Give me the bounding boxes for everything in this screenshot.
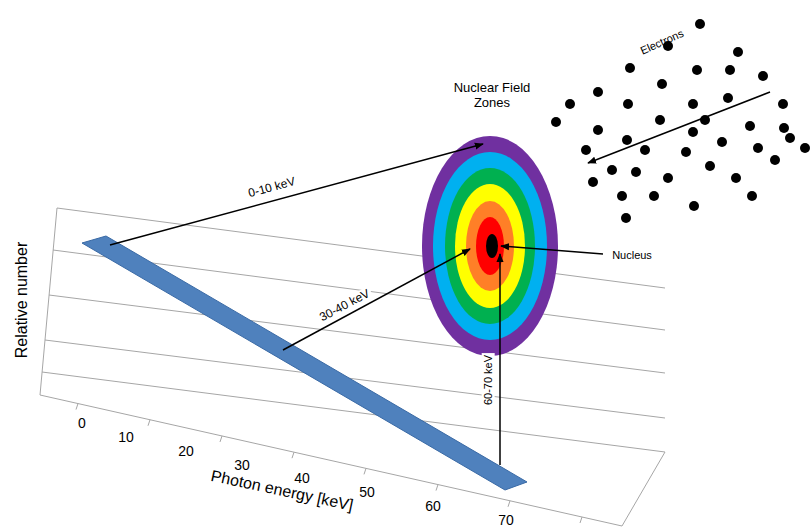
electron-dot [785, 133, 795, 143]
axis-title: Relative number [13, 242, 31, 359]
tick-label: 10 [118, 429, 134, 445]
tick-label: 20 [178, 443, 194, 459]
electron-dot [593, 125, 603, 135]
electron-dot [725, 65, 735, 75]
axis-title: Photon energy [keV] [209, 467, 355, 515]
electron-dot [745, 121, 755, 131]
nucleus-dot [486, 234, 498, 258]
nucleus-label: Nucleus [612, 249, 652, 262]
electron-dot [625, 63, 635, 73]
electron-dot [607, 165, 617, 175]
electron-dot [657, 79, 667, 89]
electron-dot [640, 145, 650, 155]
electron-dot [617, 191, 627, 201]
electron-dot [733, 47, 743, 57]
tick-label: 0 [78, 415, 86, 431]
electron-dot [753, 143, 763, 153]
tick-label: 30 [234, 457, 250, 473]
electron-dot [565, 99, 575, 109]
electron-dot [800, 143, 810, 153]
energy-label: 60-70 keV [482, 353, 495, 407]
tick-label: 50 [359, 484, 375, 500]
electron-dot [758, 71, 768, 81]
electron-dot [692, 65, 702, 75]
axis-ticks [76, 404, 582, 523]
electron-dot [631, 167, 641, 177]
electrons-label: Electrons [638, 27, 685, 57]
chart-grid [40, 208, 665, 526]
electron-dot [581, 145, 591, 155]
electron-dot [688, 99, 698, 109]
tick-label: 70 [498, 512, 514, 528]
electron-dot [689, 201, 699, 211]
nuclear-field-zones [422, 136, 558, 356]
electron-dot [621, 213, 631, 223]
tick-label: 60 [425, 498, 441, 514]
electron-dot [723, 93, 733, 103]
electron-dot [551, 117, 561, 127]
electron-dot [747, 191, 757, 201]
electron-dot [779, 123, 789, 133]
electron-dot [649, 191, 659, 201]
electron-dot [593, 87, 603, 97]
electron-dot [622, 135, 632, 145]
electron-dots [551, 19, 810, 223]
electron-dot [778, 99, 788, 109]
tick-label: 40 [294, 470, 310, 486]
electron-dot [717, 137, 727, 147]
arrows [110, 92, 770, 465]
electron-dot [705, 161, 715, 171]
electron-dot [588, 177, 598, 187]
electron-dot [623, 99, 633, 109]
electron-dot [655, 115, 665, 125]
electron-dot [688, 127, 698, 137]
electron-dot [731, 173, 741, 183]
electron-dot [695, 19, 705, 29]
electron-dot [681, 147, 691, 157]
energy-label: 0-10 keV [245, 175, 299, 202]
zones-heading: Nuclear Field Zones [447, 81, 537, 111]
electron-dot [770, 155, 780, 165]
electron-dot [663, 173, 673, 183]
